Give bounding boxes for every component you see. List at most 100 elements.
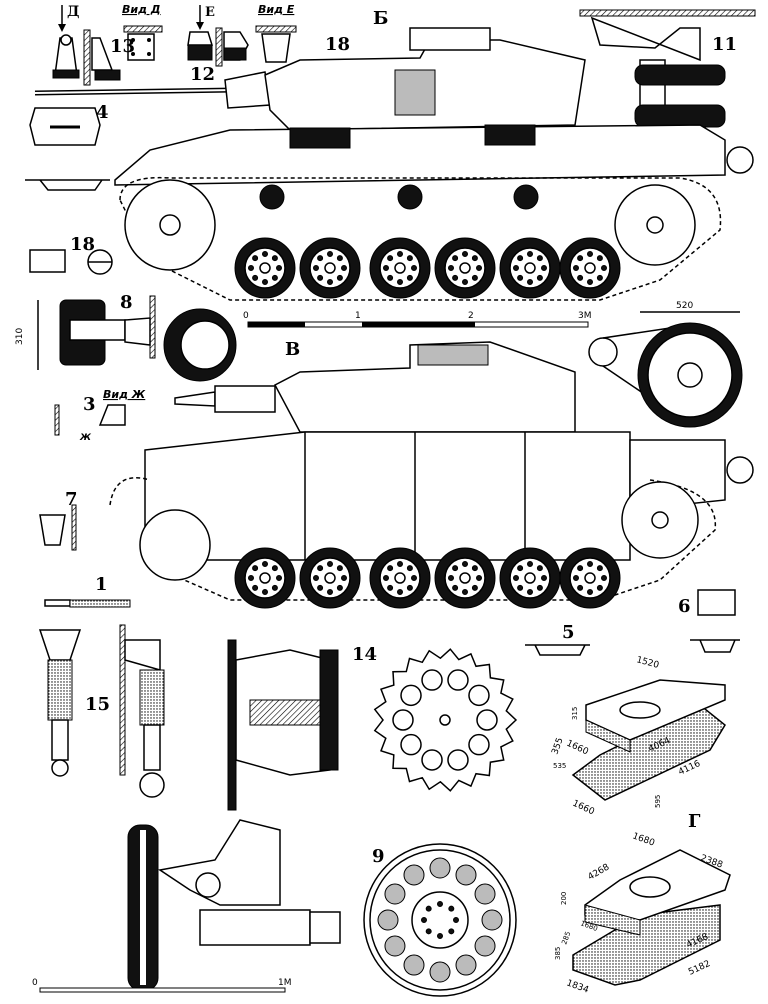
wheel-bolt — [527, 589, 533, 595]
wheel-bolt — [313, 575, 319, 581]
axle — [524, 262, 536, 274]
wheel-bolt — [513, 265, 519, 271]
wheel-bolt — [517, 255, 524, 262]
wheel-bolt — [387, 255, 394, 262]
label-11: 11 — [712, 34, 737, 55]
wheel-bolt — [313, 265, 319, 271]
axle — [394, 262, 406, 274]
wheel-bolt — [577, 274, 584, 281]
detail-14-group: 14 — [227, 639, 518, 811]
wheel-bolt — [587, 251, 593, 257]
lightening-hole — [476, 709, 498, 731]
label-3: 3 — [83, 394, 96, 415]
wheel-bolt — [317, 584, 324, 591]
wheel-bolt — [262, 561, 268, 567]
lightening-hole — [447, 749, 469, 771]
label-18-top: 18 — [325, 34, 350, 55]
hull — [114, 124, 726, 186]
wheel-bolt — [517, 565, 524, 572]
wheel-bolt — [248, 265, 254, 271]
wheel-bolt — [448, 905, 455, 912]
wheel-bolt — [596, 565, 603, 572]
axle — [259, 262, 271, 274]
label-E: Е — [205, 5, 215, 20]
wheel-bolt — [411, 265, 417, 271]
wheel-bolt — [271, 255, 278, 262]
lightening-hole — [468, 733, 490, 756]
wheel-hole — [455, 864, 477, 886]
wheel-hole — [429, 857, 451, 879]
wheel-bolt — [336, 274, 343, 281]
wheel-bolt — [601, 575, 607, 581]
side-skirts — [144, 431, 631, 561]
wheel-bolt — [341, 575, 347, 581]
wheel-bolt — [252, 274, 259, 281]
label-14: 14 — [352, 644, 377, 665]
wheel-bolt — [271, 274, 278, 281]
wheel-hole — [377, 909, 399, 931]
wheel-bolt — [411, 575, 417, 581]
label-13: 13 — [110, 36, 135, 57]
road-wheels — [234, 237, 621, 299]
label-view-E: Вид Е — [258, 3, 295, 16]
wheel-bolt — [327, 251, 333, 257]
wheel-bolt — [317, 255, 324, 262]
detail-15-group: 15 — [38, 624, 165, 798]
wheel-bolt — [406, 274, 413, 281]
wheel-bolt — [397, 561, 403, 567]
wheel-hole — [481, 909, 503, 931]
axle — [584, 262, 596, 274]
wheel-bolt — [252, 584, 259, 591]
wheel-bolt — [252, 255, 259, 262]
scale-tick-2: 2 — [468, 311, 474, 321]
road-wheels-lower — [234, 547, 621, 609]
wheel-bolt — [248, 575, 254, 581]
wheel-bolt — [577, 584, 584, 591]
wheel-bolt — [336, 584, 343, 591]
wheel-bolt — [397, 279, 403, 285]
wheel-hole — [403, 954, 425, 976]
dim-iso2-8: 385 — [554, 947, 562, 960]
wheel-bolt — [452, 584, 459, 591]
dim-iso2-7: 285 — [560, 930, 572, 945]
wheel-bolt — [536, 565, 543, 572]
scale-bar-1m: 0 1М — [32, 978, 292, 993]
wheel-bolt — [448, 265, 454, 271]
wheel-bolt — [462, 251, 468, 257]
dim-310: 310 — [15, 328, 25, 345]
sprocket-hub — [439, 714, 451, 726]
wheel-bolt — [452, 565, 459, 572]
axle — [324, 572, 336, 584]
isometric-armor-scheme-2: 1680 2388 4268 4168 5182 1834 1680 285 3… — [554, 831, 731, 996]
sprocket-wheel — [373, 648, 518, 792]
detail-8-group: 8 310 — [15, 292, 237, 382]
dim-iso2-4: 5182 — [687, 959, 712, 978]
scale-tick-0: 0 — [243, 311, 249, 321]
wheel-bolt — [601, 265, 607, 271]
detail-12-group: Е 12 Вид Е — [187, 3, 297, 85]
wheel-bolt — [596, 274, 603, 281]
wheel-assembly-section — [127, 819, 341, 991]
label-view-V: В — [285, 339, 300, 360]
lightening-hole — [400, 733, 422, 756]
dim-iso2-2: 4268 — [587, 862, 612, 882]
wheel-bolt — [271, 565, 278, 572]
label-1: 1 — [95, 574, 108, 595]
wheel-bolt — [587, 279, 593, 285]
label-5: 5 — [562, 622, 575, 643]
wheel-bolt — [317, 565, 324, 572]
wheel-bolt — [262, 589, 268, 595]
scale-tick-0: 0 — [32, 978, 38, 988]
dim-iso1-8: 595 — [654, 795, 662, 808]
wheel-bolt — [471, 274, 478, 281]
wheel-bolt — [517, 274, 524, 281]
wheel-bolt — [437, 933, 443, 939]
wheel-bolt — [462, 561, 468, 567]
wheel-bolt — [341, 265, 347, 271]
label-view-G: Г — [688, 811, 701, 832]
dim-iso1-3: 1660 — [565, 739, 590, 758]
dim-iso1-6: 535 — [553, 762, 566, 770]
axle — [459, 262, 471, 274]
dim-iso1-4: 1660 — [571, 799, 596, 818]
tank-side-view-B — [34, 27, 754, 301]
